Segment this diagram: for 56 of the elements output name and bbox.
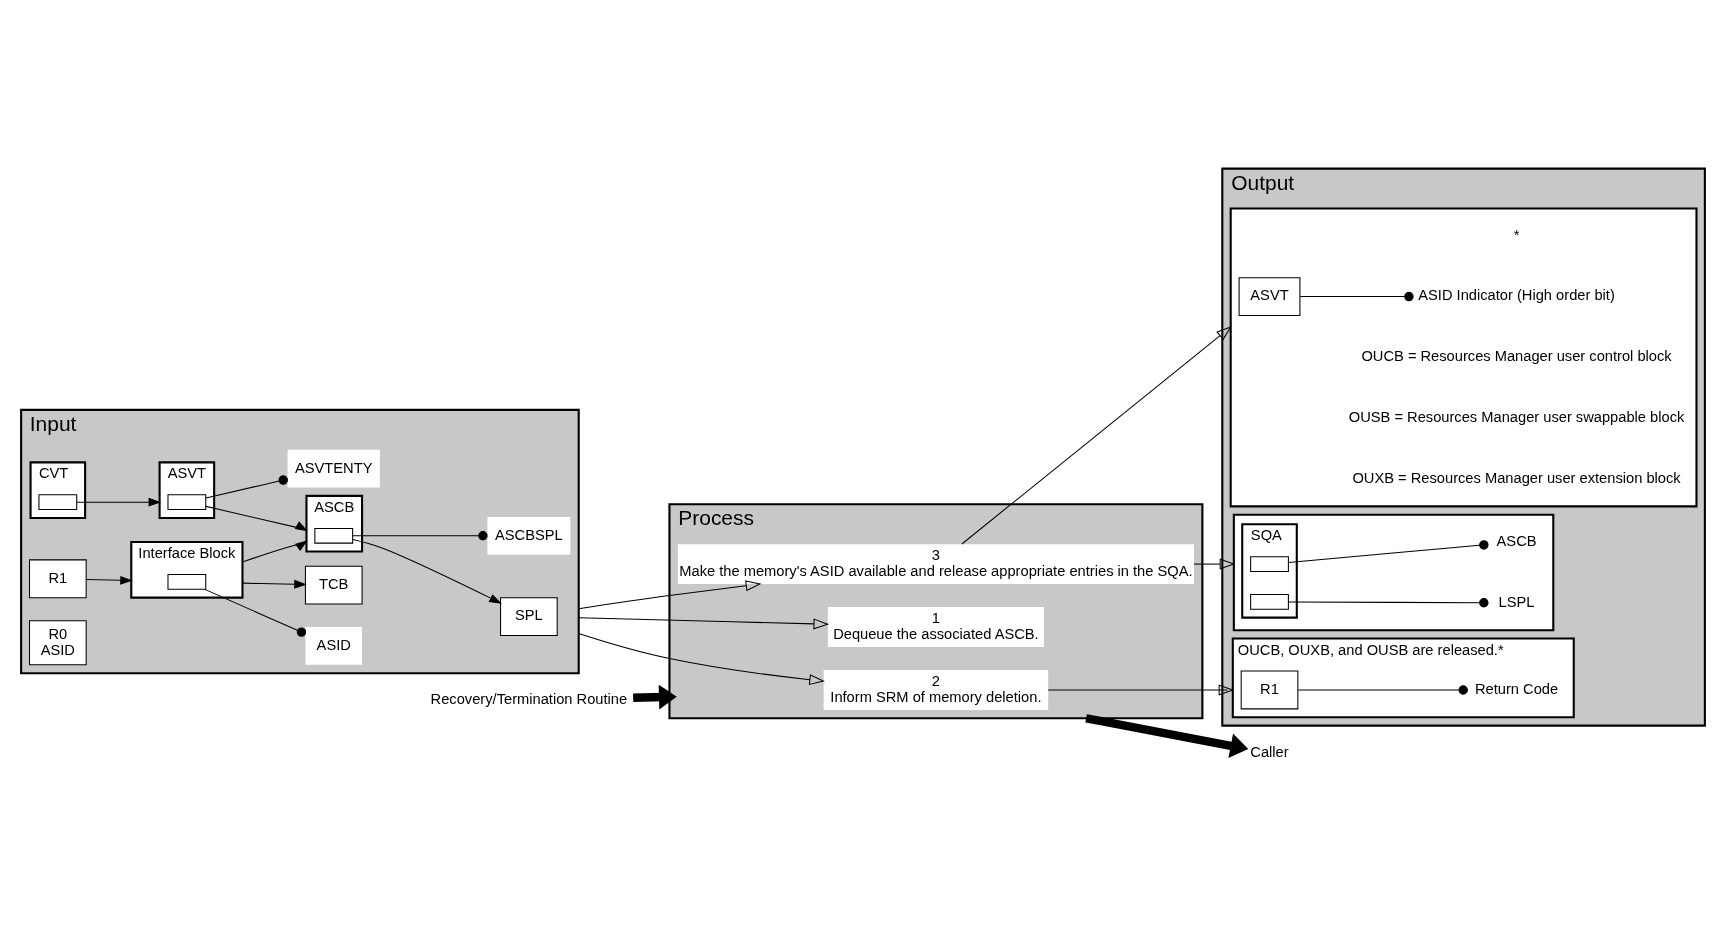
node-text: Return Code	[1474, 680, 1559, 697]
node-text: Recovery/Termination Routine	[430, 691, 628, 708]
connector	[1299, 291, 1414, 302]
cluster: ASCB	[305, 494, 364, 553]
node-box: ASID	[305, 627, 363, 665]
node-box	[167, 574, 207, 590]
node-box: 3 Make the memory's ASID available and release appropriate entries in the SQA.	[677, 544, 1194, 584]
cluster: ASVT	[158, 461, 216, 519]
connector	[1297, 685, 1468, 695]
label: OUCB = Resources Manager user control block	[1361, 348, 1672, 365]
connector	[352, 531, 488, 541]
node-box: R1	[1240, 670, 1299, 710]
connector	[205, 475, 288, 499]
node-text: ASCB	[1496, 532, 1537, 549]
label: *	[1513, 226, 1520, 243]
node-text: Caller	[1250, 743, 1289, 760]
node-text: LSPL	[1498, 593, 1535, 610]
arrow	[1047, 684, 1235, 696]
node-box: R0 ASID	[29, 620, 87, 666]
node-box: ASVT	[1238, 277, 1301, 316]
node-box	[314, 527, 354, 544]
arrow	[76, 497, 162, 507]
node-box	[38, 494, 78, 511]
connector	[204, 588, 307, 637]
arrow	[85, 575, 133, 585]
arrow	[241, 579, 307, 589]
connector	[1288, 598, 1489, 608]
arrow	[241, 540, 308, 563]
cluster	[1229, 207, 1698, 508]
node-box	[1250, 594, 1289, 610]
label: OUSB = Resources Manager user swappable block	[1348, 409, 1685, 426]
cluster	[1232, 513, 1555, 632]
arrow	[1193, 558, 1236, 570]
node-box: 2 Inform SRM of memory deletion.	[823, 670, 1049, 710]
node-box: ASVTENTY	[287, 449, 380, 488]
arrow	[578, 580, 762, 610]
arrow	[352, 539, 502, 604]
arrow	[578, 632, 825, 686]
node-box: SPL	[500, 597, 558, 636]
arrow	[961, 326, 1232, 545]
node-box: TCB	[304, 565, 363, 605]
cluster: SQA	[1241, 523, 1298, 619]
node-box: 1 Dequeue the associated ASCB.	[827, 607, 1044, 647]
node-box	[167, 494, 207, 511]
connector	[1288, 540, 1489, 563]
arrow	[633, 684, 677, 710]
arrow	[1085, 714, 1249, 758]
node-text: ASID Indicator (High order bit)	[1418, 287, 1615, 304]
node-box: R1	[29, 559, 87, 599]
cluster: CVT	[29, 461, 87, 519]
node-box: ASCBSPL	[487, 516, 571, 555]
node-box	[1250, 556, 1289, 572]
arrow	[205, 505, 308, 532]
cluster: Interface Block	[130, 541, 244, 599]
label: OUXB = Resources Manager user extension block	[1352, 469, 1681, 486]
arrow	[578, 617, 830, 630]
